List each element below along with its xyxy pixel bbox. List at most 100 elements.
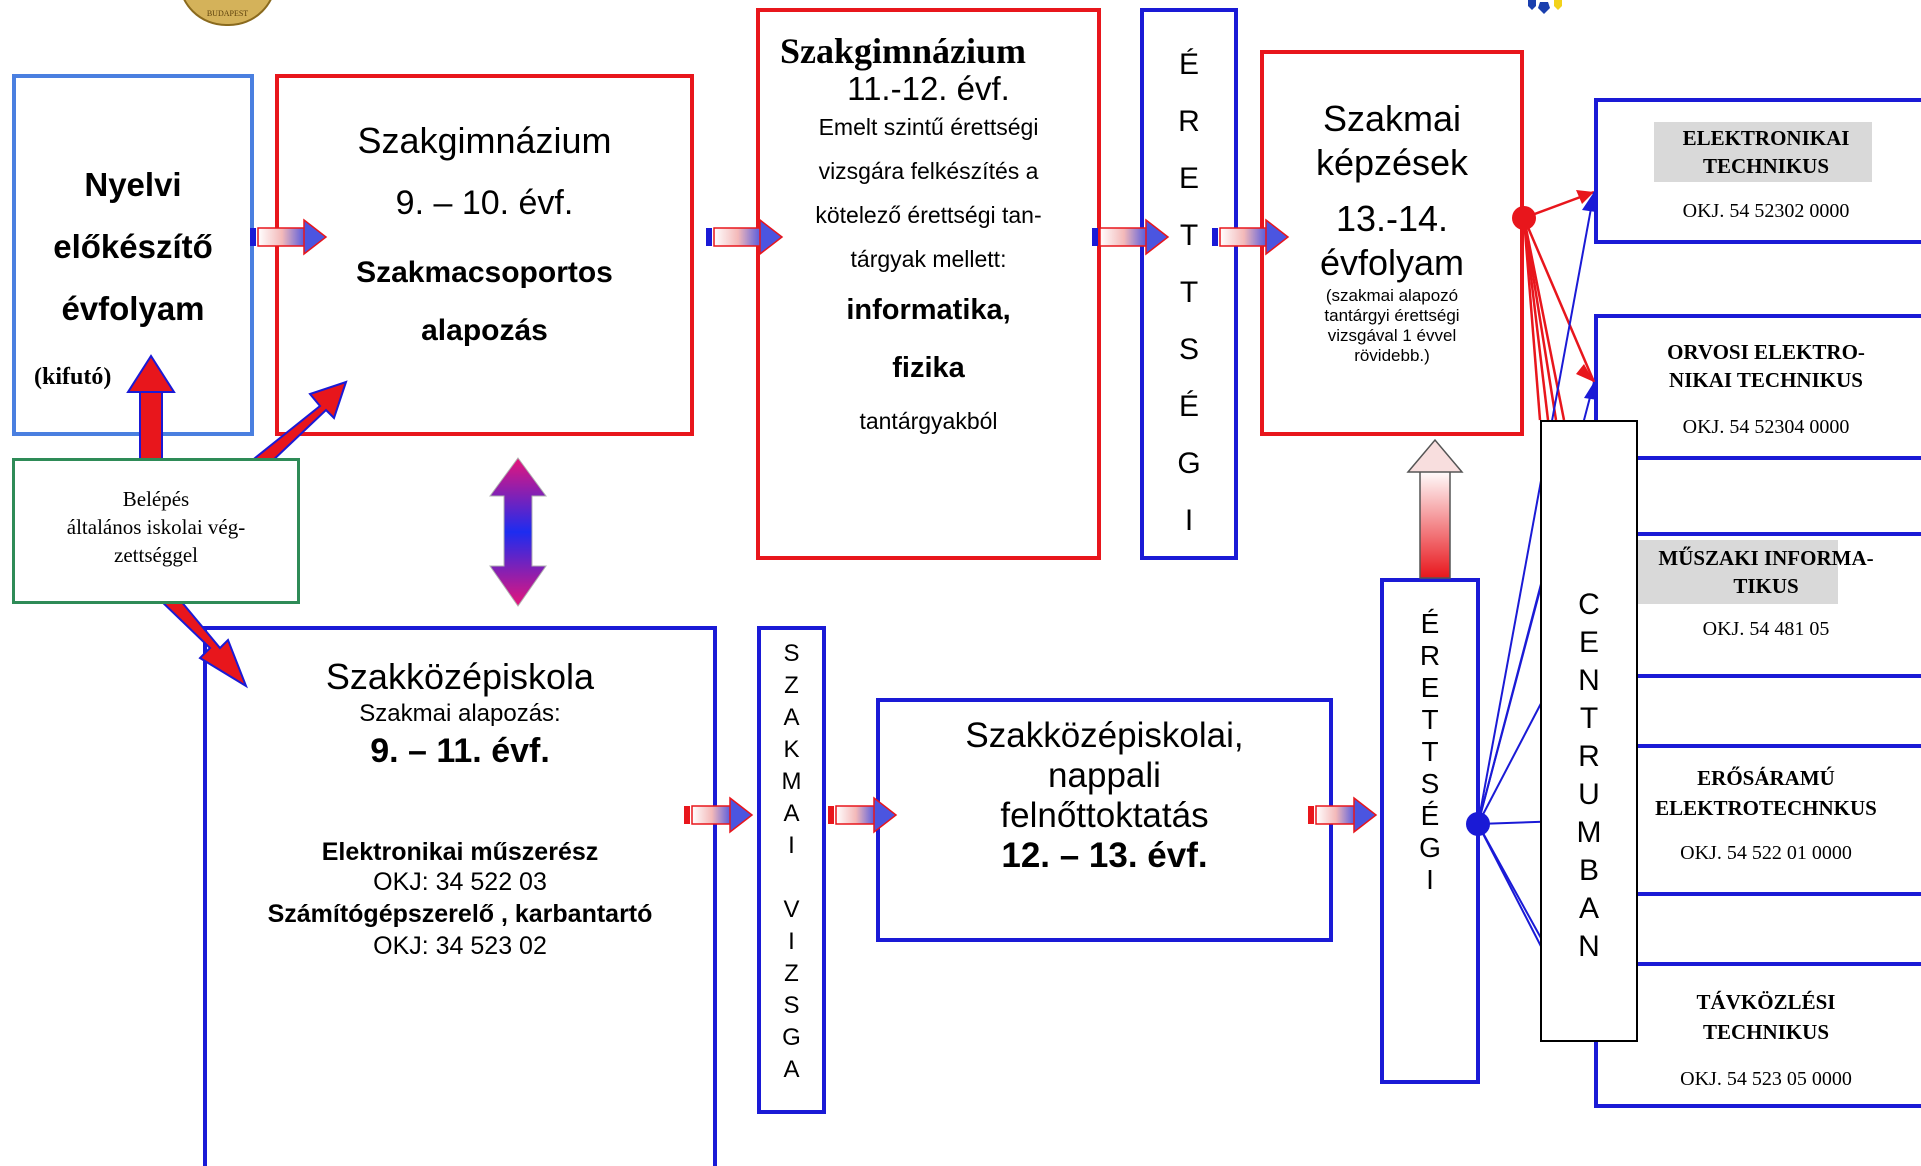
szakmai-vizsga-letter: Z	[784, 960, 799, 987]
belepes-line-2: általános iskolai vég-	[66, 515, 246, 539]
szakmai-kepzesek-box: Szakmai képzések 13.-14. évfolyam (szakm…	[1260, 50, 1524, 436]
nyelvi-line-1: Nyelvi	[84, 166, 182, 203]
centrumban-letter: T	[1579, 702, 1599, 735]
erettsegi-top-letter: S	[1178, 333, 1199, 366]
erettsegi-top-letter: T	[1179, 276, 1199, 309]
szakmai-vizsga-letter: A	[783, 704, 800, 731]
career-5-name-1: TÁVKÖZLÉSI	[1696, 990, 1836, 1014]
erettsegi-bottom-letter: R	[1419, 640, 1441, 671]
career-box-tavkozlesi: TÁVKÖZLÉSI TECHNIKUS OKJ. 54 523 05 0000	[1594, 962, 1921, 1108]
kepzes-small-4: rövidebb.)	[1354, 346, 1430, 365]
career-4-code: OKJ. 54 522 01 0000	[1680, 842, 1852, 864]
centrumban-letter: N	[1578, 930, 1600, 963]
szakgimnazium-11-12-box: Szakgimnázium 11.-12. évf. Emelt szintű …	[756, 8, 1101, 560]
flow-arrow-szakkozep-to-vizsga	[684, 796, 754, 834]
career-box-orvosi: ORVOSI ELEKTRO- NIKAI TECHNIKUS OKJ. 54 …	[1594, 314, 1921, 460]
szakgimnazium-9-10-box: Szakgimnázium 9. – 10. évf. Szakmacsopor…	[275, 74, 694, 436]
flow-arrow-1112-to-erettsegi	[1092, 218, 1170, 256]
belepes-line-1: Belépés	[122, 487, 190, 511]
szakgim1112-bold-2: fizika	[892, 352, 965, 384]
szakgim1112-title: Szakgimnázium	[780, 31, 1027, 71]
szakgim1112-years: 11.-12. évf.	[847, 70, 1010, 107]
career-2-code: OKJ. 54 52304 0000	[1682, 416, 1850, 438]
career-3-highlight	[1598, 540, 1838, 604]
erettsegi-bottom-letter: S	[1420, 768, 1440, 799]
centrumban-letter: M	[1576, 816, 1602, 849]
felnott-line-1: Szakközépiskolai,	[965, 716, 1244, 755]
erettsegi-top-letter: T	[1179, 219, 1199, 252]
szakmai-vizsga-letter: K	[783, 736, 800, 763]
erettsegi-top-letter: E	[1178, 162, 1199, 195]
erettsegi-bottom-letter: É	[1420, 800, 1440, 831]
erettsegi-top-letter: É	[1178, 390, 1199, 423]
szakgim910-years: 9. – 10. évf.	[395, 184, 574, 222]
career-box-elektronikai: ELEKTRONIKAI TECHNIKUS OKJ. 54 52302 000…	[1594, 98, 1921, 244]
red-arrowhead-2	[1576, 364, 1594, 382]
felnott-line-3: felnőttoktatás	[1000, 796, 1209, 835]
kepzes-line-1: Szakmai	[1322, 98, 1462, 139]
flow-arrow-erettsegi-to-kepzes	[1212, 218, 1290, 256]
belepes-line-3: zettséggel	[114, 543, 198, 567]
szakkozep-qual-1: Elektronikai műszerész	[321, 838, 599, 866]
kepzes-small-2: tantárgyi érettségi	[1324, 306, 1460, 325]
erettsegi-bottom-letter: I	[1426, 864, 1434, 895]
felnottoktatas-box: Szakközépiskolai, nappali felnőttoktatás…	[876, 698, 1333, 942]
flow-arrow-szakgim-to-1112	[706, 218, 784, 256]
szakmai-vizsga-letter: M	[781, 768, 802, 795]
kepzes-line-3: 13.-14.	[1335, 198, 1449, 239]
felnott-line-2: nappali	[1048, 756, 1161, 795]
erettsegi-bottom-letter: E	[1420, 672, 1440, 703]
szakmai-vizsga-letter: I	[788, 832, 795, 859]
erettsegi-bottom-letter: G	[1419, 832, 1441, 863]
centrumban-letter: N	[1578, 664, 1600, 697]
double-arrow-szakgim-szakkozep	[489, 457, 547, 607]
szakmai-vizsga-letter: A	[783, 1056, 800, 1083]
erettsegi-top-letter: R	[1178, 105, 1200, 138]
nyelvi-line-3: évfolyam	[61, 290, 205, 327]
career-4-name-1: ERŐSÁRAMÚ	[1697, 766, 1835, 790]
career-box-erosaramu: ERŐSÁRAMÚ ELEKTROTECHNKUS OKJ. 54 522 01…	[1594, 744, 1921, 896]
erettsegi-bottom-letter: T	[1421, 736, 1439, 767]
erettsegi-top-letter: I	[1184, 504, 1194, 537]
kepzes-line-4: évfolyam	[1319, 242, 1465, 283]
red-arrowhead-1	[1576, 190, 1594, 204]
szakkozep-qual-1-code: OKJ: 34 522 03	[373, 868, 547, 896]
szakmai-vizsga-letter: V	[783, 896, 800, 923]
career-2-name-1: ORVOSI ELEKTRO-	[1667, 340, 1865, 364]
szakmai-vizsga-letter: I	[788, 928, 795, 955]
kepzes-small-1: (szakmai alapozó	[1325, 286, 1459, 305]
szakgim1112-line-5: tantárgyakból	[859, 408, 998, 434]
kepzes-line-2: képzések	[1315, 142, 1469, 183]
centrumban-letter: C	[1578, 588, 1600, 621]
centrumban-letter: R	[1578, 740, 1600, 773]
flow-arrow-vizsga-to-felnott	[828, 796, 898, 834]
logo-text: BUDAPEST	[206, 9, 249, 18]
szakgim1112-line-4: tárgyak mellett:	[850, 246, 1007, 272]
szakgim910-title: Szakgimnázium	[357, 120, 612, 161]
szakkozep-qual-2-code: OKJ: 34 523 02	[373, 932, 547, 960]
career-5-name-2: TECHNIKUS	[1702, 1020, 1830, 1044]
szakgim1112-line-3: kötelező érettségi tan-	[815, 202, 1042, 228]
entry-arrow-up	[126, 354, 176, 461]
career-4-name-2: ELEKTROTECHNKUS	[1655, 796, 1877, 820]
career-1-name-2: TECHNIKUS	[1702, 154, 1830, 178]
centrumban-letter: E	[1578, 626, 1599, 659]
erettsegi-bottom-letter: É	[1420, 608, 1440, 639]
erettsegi-top-letter: G	[1177, 447, 1201, 480]
flow-arrow-nyelvi-to-szakgim	[250, 218, 328, 256]
blue-arrowhead-1	[1582, 192, 1596, 212]
szakkozep-title: Szakközépiskola	[325, 656, 595, 697]
nyelvi-line-4: (kifutó)	[34, 364, 112, 390]
career-1-name-1: ELEKTRONIKAI	[1682, 126, 1850, 150]
szakgim1112-bold-1: informatika,	[846, 294, 1011, 326]
up-arrow-erettsegi-to-kepzes	[1406, 438, 1464, 579]
red-junction-dot	[1512, 206, 1536, 230]
felnott-line-4: 12. – 13. évf.	[1001, 836, 1208, 875]
